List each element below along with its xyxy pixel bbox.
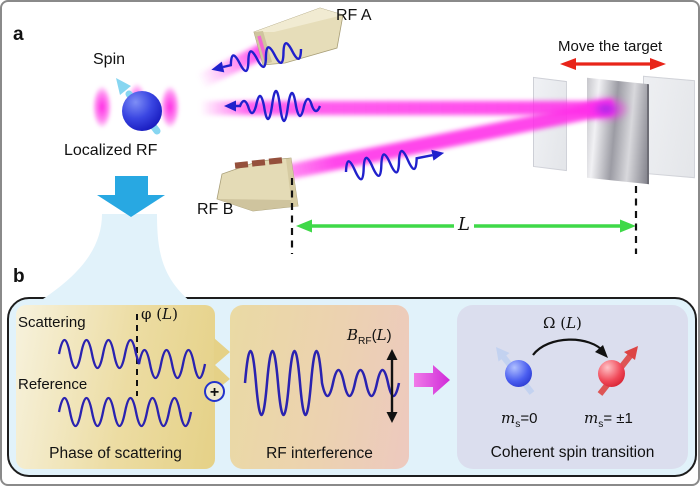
magenta-right-arrow-icon xyxy=(414,365,450,395)
rf-box-caption: RF interference xyxy=(266,445,373,462)
move-target-label: Move the target xyxy=(558,38,663,55)
rf-b-wave-arrow xyxy=(344,149,445,181)
spin-sphere-ms0 xyxy=(505,360,532,387)
ms1-label: ms= ±1 xyxy=(584,409,633,430)
plus-combiner-icon: + xyxy=(204,381,225,402)
omega-transition-arrow xyxy=(532,338,608,358)
localized-rf-blob-left xyxy=(89,78,115,136)
rf-b-label: RF B xyxy=(197,201,234,218)
rf-interference-box xyxy=(230,305,409,469)
reference-label: Reference xyxy=(18,376,88,393)
panel-b-label: b xyxy=(13,266,25,287)
down-arrow-icon xyxy=(97,176,165,217)
scattering-wave xyxy=(57,338,207,380)
funnel-shape xyxy=(37,214,192,303)
phase-box-tab xyxy=(214,338,230,392)
spin-sphere xyxy=(122,91,162,131)
distance-label: L xyxy=(454,214,474,235)
omega-label: Ω (L) xyxy=(543,314,582,332)
rf-a-wave-arrow xyxy=(211,42,303,73)
phase-box-caption: Phase of scattering xyxy=(49,445,182,462)
rf-horn-b xyxy=(216,157,299,212)
reference-wave-packet-arrow xyxy=(224,89,322,123)
spin-label: Spin xyxy=(93,51,126,68)
spin-sphere-ms1 xyxy=(598,360,625,387)
rf-horn-a xyxy=(253,7,344,66)
brf-label: BRF(L) xyxy=(347,326,392,347)
coherent-spin-transition-box xyxy=(457,305,688,469)
brf-amplitude-arrow xyxy=(386,349,398,423)
beam-focus-glow xyxy=(582,95,630,123)
interference-wave xyxy=(243,349,401,417)
scattering-label: Scattering xyxy=(18,314,86,331)
localized-rf-label: Localized RF xyxy=(64,142,158,159)
ms0-label: ms=0 xyxy=(501,409,538,430)
reference-wave xyxy=(57,396,193,428)
move-target-arrow xyxy=(560,58,666,70)
rf-a-label: RF A xyxy=(336,7,372,24)
panel-a-label: a xyxy=(13,24,24,45)
spin-box-caption: Coherent spin transition xyxy=(490,444,655,461)
phase-of-scattering-box xyxy=(16,305,215,469)
phase-phi-label: φ (L) xyxy=(141,305,178,323)
